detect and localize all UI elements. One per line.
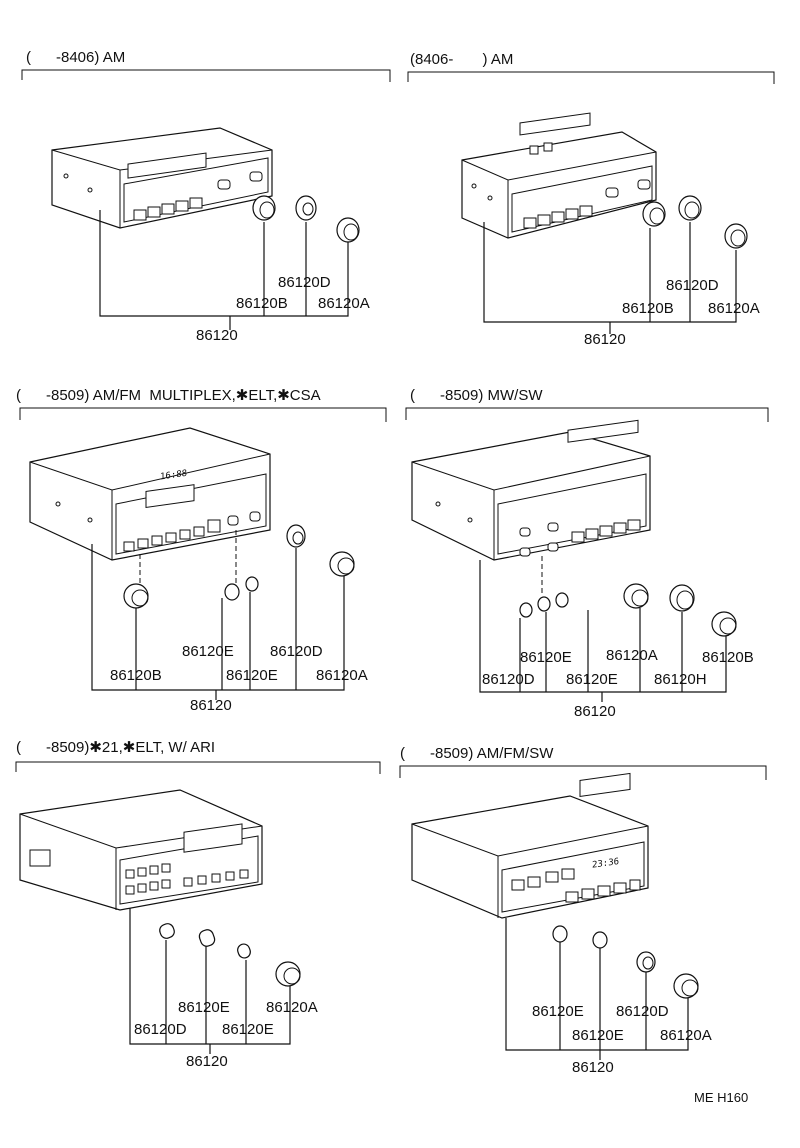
panel-4: ( -8509) MW/SW 86120E <box>405 387 769 720</box>
label-86120e-4b: 86120E <box>566 671 618 688</box>
lcd-display-6: 23:36 <box>592 857 619 871</box>
knob-86120a-3 <box>329 551 355 577</box>
label-86120a-1: 86120A <box>318 295 370 312</box>
panel-1-bracket <box>21 69 391 82</box>
radio-unit-1 <box>51 127 273 229</box>
knob-86120a-2 <box>724 223 748 249</box>
knob-86120e-5a <box>159 923 175 939</box>
knob-86120b-2 <box>642 201 666 227</box>
panel-3-leaders <box>91 544 345 700</box>
knob-86120a-6 <box>673 973 699 999</box>
label-86120b-2: 86120B <box>622 300 674 317</box>
radio-unit-3: 16:88 <box>29 427 271 561</box>
panel-6-bracket <box>399 765 767 780</box>
label-86120e-5b: 86120E <box>222 1021 274 1038</box>
label-86120a-6: 86120A <box>660 1027 712 1044</box>
panel-5: ( -8509)✱21,✱ELT, W/ ARI 86120E 86120A 8 <box>15 739 381 1070</box>
knob-86120d-6 <box>636 951 656 973</box>
panel-6-leaders <box>505 918 689 1060</box>
label-86120e-6a: 86120E <box>532 1003 584 1020</box>
knob-86120d-5 <box>198 929 216 947</box>
panel-6-header: ( -8509) AM/FM/SW <box>400 745 554 762</box>
figure-code: ME H160 <box>694 1090 748 1105</box>
label-86120d-3: 86120D <box>270 643 323 660</box>
panel-4-bracket <box>405 407 769 422</box>
knob-86120e-6b <box>592 931 608 949</box>
label-86120b-4: 86120B <box>702 649 754 666</box>
label-86120d-6: 86120D <box>616 1003 669 1020</box>
label-86120a-4: 86120A <box>606 647 658 664</box>
panel-4-header: ( -8509) MW/SW <box>410 387 543 404</box>
label-86120a-2: 86120A <box>708 300 760 317</box>
label-86120e-3b: 86120E <box>226 667 278 684</box>
knob-86120d-2 <box>678 195 702 221</box>
label-86120d-5: 86120D <box>134 1021 187 1038</box>
knob-86120e-3b <box>245 576 259 592</box>
knob-86120d-4 <box>519 602 533 618</box>
knob-86120e-5b <box>237 943 251 959</box>
label-86120d-1: 86120D <box>278 274 331 291</box>
radio-unit-6: 23:36 <box>411 772 649 919</box>
panel-2-leaders <box>483 222 737 334</box>
knob-86120d-1 <box>295 195 317 221</box>
panel-1-header: ( -8406) AM <box>26 49 125 66</box>
label-86120-1: 86120 <box>196 327 238 344</box>
panel-5-leaders <box>129 908 291 1054</box>
label-86120e-3a: 86120E <box>182 643 234 660</box>
label-86120b-1: 86120B <box>236 295 288 312</box>
knob-86120a-4 <box>623 583 649 609</box>
panel-5-header: ( -8509)✱21,✱ELT, W/ ARI <box>16 739 215 756</box>
knob-86120e-4a <box>537 596 551 612</box>
label-86120e-6b: 86120E <box>572 1027 624 1044</box>
panel-3: ( -8509) AM/FM MULTIPLEX,✱ELT,✱CSA 16:88 <box>16 387 387 714</box>
knob-86120e-6a <box>552 925 568 943</box>
label-86120b-3: 86120B <box>110 667 162 684</box>
radio-unit-2 <box>461 112 657 239</box>
knob-86120e-3a <box>224 583 240 601</box>
panel-6: ( -8509) AM/FM/SW 23:36 86120E 86120D 86… <box>399 745 767 1076</box>
knob-86120b-3 <box>123 583 149 609</box>
label-86120-4: 86120 <box>574 703 616 720</box>
radio-unit-5 <box>19 789 263 911</box>
label-86120d-4: 86120D <box>482 671 535 688</box>
panel-3-bracket <box>19 407 387 422</box>
label-86120e-4a: 86120E <box>520 649 572 666</box>
panel-2: (8406- ) AM 86120D <box>407 51 775 348</box>
label-86120d-2: 86120D <box>666 277 719 294</box>
knob-86120a-5 <box>275 961 301 987</box>
knob-86120h-4 <box>669 584 695 612</box>
label-86120h-4: 86120H <box>654 671 707 688</box>
label-86120-5: 86120 <box>186 1053 228 1070</box>
panel-3-header: ( -8509) AM/FM MULTIPLEX,✱ELT,✱CSA <box>16 387 321 404</box>
lcd-display-3: 16:88 <box>160 469 187 483</box>
radio-unit-4 <box>411 419 651 561</box>
label-86120-2: 86120 <box>584 331 626 348</box>
label-86120e-5a: 86120E <box>178 999 230 1016</box>
knob-86120b-4 <box>711 611 737 637</box>
knob-86120a-1 <box>336 217 360 243</box>
label-86120-3: 86120 <box>190 697 232 714</box>
knob-86120d-3 <box>286 524 306 548</box>
panel-2-bracket <box>407 71 775 84</box>
label-86120a-3: 86120A <box>316 667 368 684</box>
label-86120a-5: 86120A <box>266 999 318 1016</box>
label-86120-6: 86120 <box>572 1059 614 1076</box>
panel-1-leaders <box>99 210 349 330</box>
knob-86120b-1 <box>252 195 276 221</box>
panel-1: ( -8406) AM 86120D 86120B <box>21 49 391 344</box>
knob-86120e-4b <box>555 592 569 608</box>
panel-5-bracket <box>15 761 381 774</box>
panel-4-leaders <box>479 560 727 702</box>
panel-2-header: (8406- ) AM <box>410 51 513 68</box>
